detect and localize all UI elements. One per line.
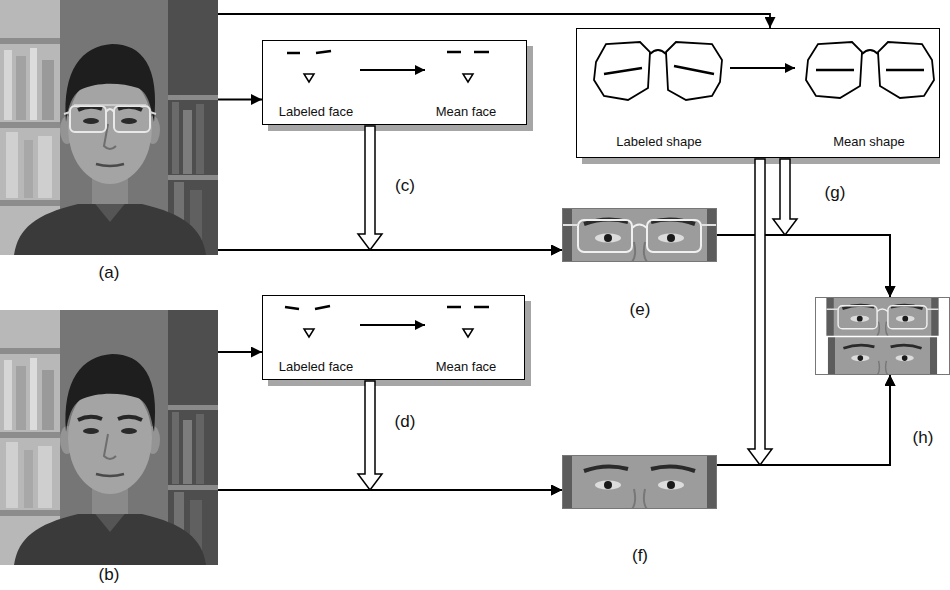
eye-region-node: (e) bbox=[562, 208, 717, 262]
panel-label: (a) bbox=[99, 264, 120, 283]
hollow-arrow bbox=[358, 381, 382, 490]
box-caption: Labeled face bbox=[279, 360, 353, 374]
connector bbox=[218, 250, 562, 251]
normalize-box: Labeled face Mean face bbox=[262, 40, 527, 125]
connector-line bbox=[370, 249, 562, 251]
connector-line bbox=[218, 14, 770, 28]
box-shadow bbox=[262, 28, 940, 386]
panel-label: (e) bbox=[630, 301, 651, 320]
eye-region-node: (f) bbox=[562, 455, 717, 509]
connector-line bbox=[370, 489, 562, 491]
face-photo bbox=[0, 310, 218, 565]
step-label: (g) bbox=[825, 184, 846, 203]
connector-line bbox=[218, 249, 562, 251]
connector bbox=[717, 375, 890, 465]
box-caption: Mean face bbox=[436, 105, 497, 119]
face-photo-node: (b) bbox=[0, 310, 218, 565]
connector-line bbox=[218, 489, 562, 491]
hollow-arrow bbox=[358, 126, 382, 250]
eye-strip-pair bbox=[815, 297, 950, 375]
connector-line bbox=[218, 351, 262, 353]
eye-strip bbox=[562, 455, 717, 509]
panel-label: (b) bbox=[99, 566, 120, 585]
eye-pair-node: (h) bbox=[815, 297, 950, 375]
connector bbox=[218, 14, 770, 28]
eye-strip-glasses bbox=[562, 208, 717, 262]
connector-line bbox=[717, 375, 890, 465]
connector bbox=[717, 235, 890, 297]
connector-line bbox=[717, 235, 890, 297]
box-caption: Labeled face bbox=[279, 105, 353, 119]
normalize-box: Labeled face Mean face bbox=[262, 295, 525, 380]
step-label: (c) bbox=[395, 177, 415, 196]
connector bbox=[748, 159, 890, 465]
shape-normalize-box: Labeled shape Mean shape bbox=[576, 28, 940, 158]
hollow-arrow bbox=[748, 159, 772, 465]
connector-line bbox=[760, 375, 890, 465]
connector bbox=[218, 490, 562, 491]
hollow-arrow bbox=[773, 159, 797, 235]
connector-line bbox=[785, 235, 890, 297]
connector bbox=[218, 352, 262, 353]
connector bbox=[358, 126, 562, 250]
box-caption: Labeled shape bbox=[616, 135, 701, 149]
face-photo-glasses bbox=[0, 0, 218, 255]
connector-line bbox=[218, 99, 262, 101]
panel-label: (h) bbox=[913, 429, 934, 448]
box-caption: Mean shape bbox=[833, 135, 905, 149]
connector bbox=[773, 159, 890, 297]
connector bbox=[218, 99, 262, 100]
face-photo-node: (a) bbox=[0, 0, 218, 255]
box-caption: Mean face bbox=[436, 360, 497, 374]
step-label: (d) bbox=[395, 413, 416, 432]
connector bbox=[358, 381, 562, 490]
panel-label: (f) bbox=[632, 547, 648, 566]
glasses-shape-glyph bbox=[594, 42, 934, 100]
